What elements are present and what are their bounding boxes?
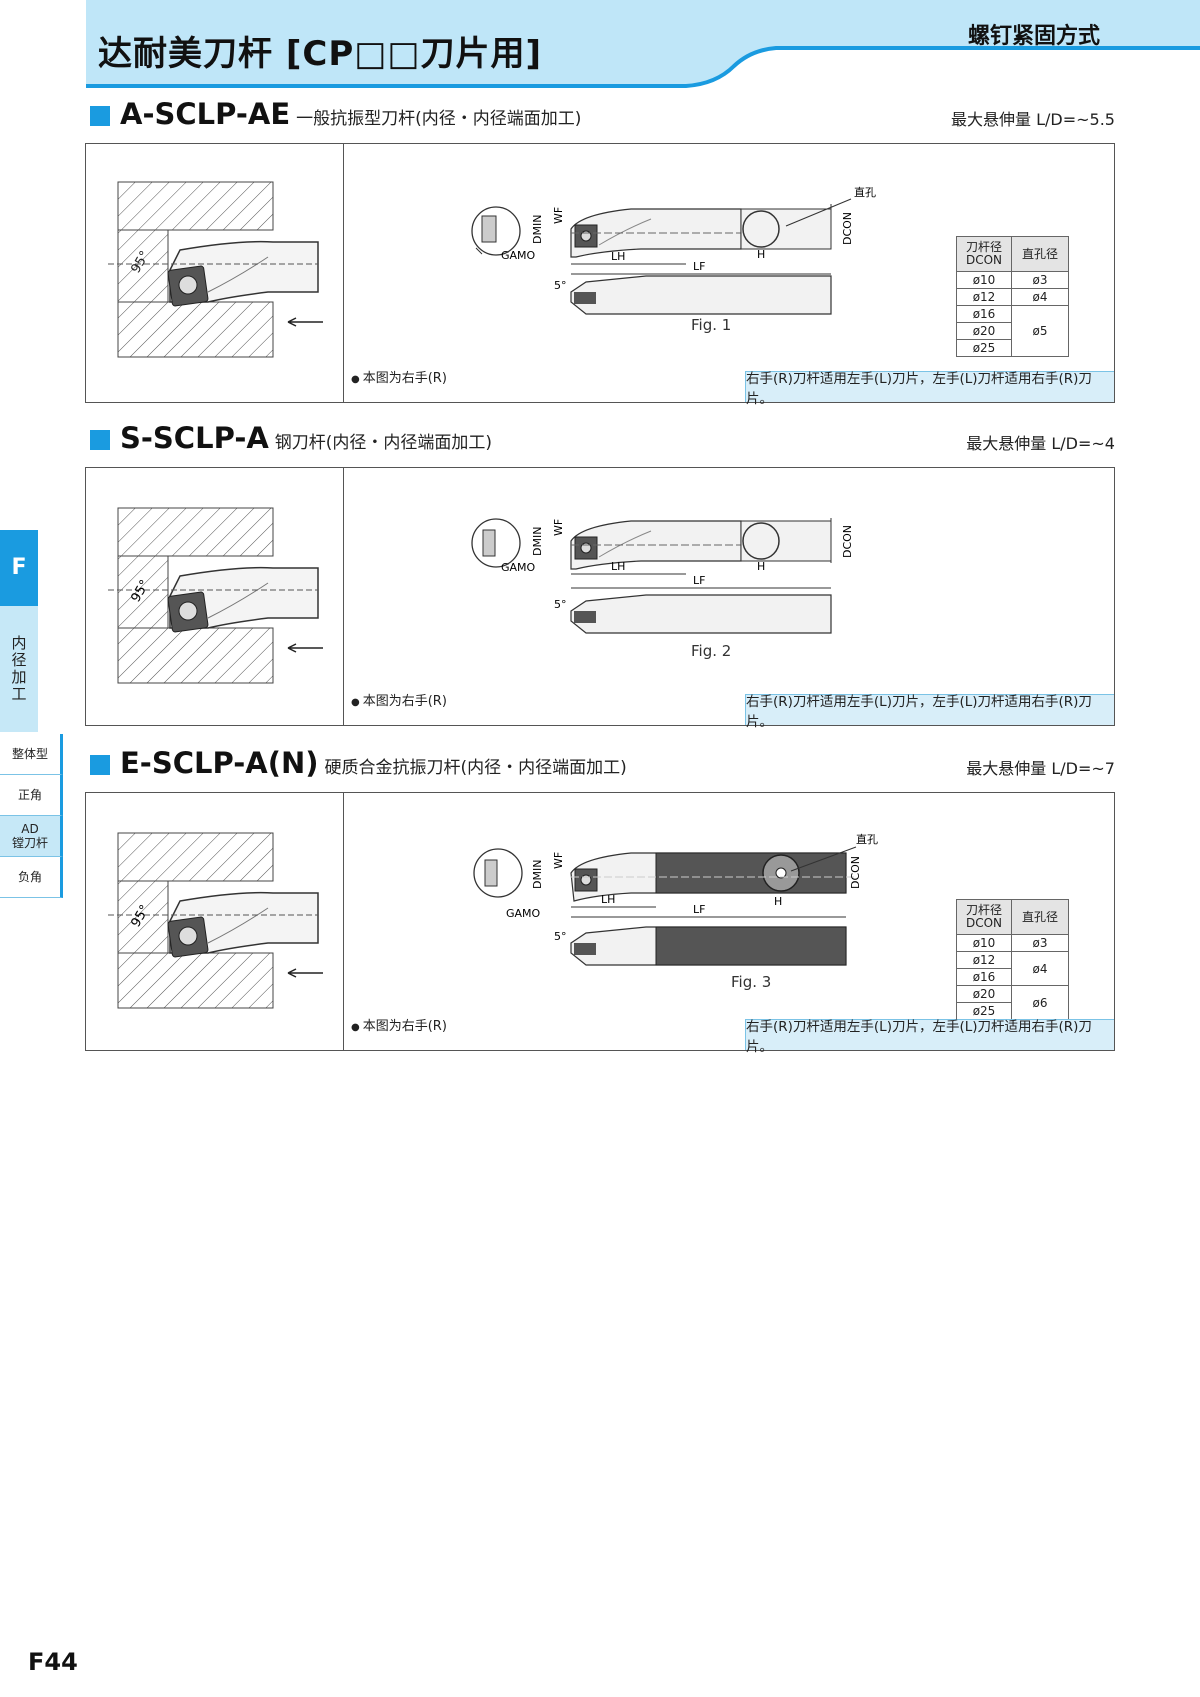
dcon-label: DCON	[849, 856, 862, 889]
drawing-box-1: 95° GAMO DMIN WF DCON 直孔 LH LF H 5° Fig.…	[85, 143, 1115, 407]
section-marker	[90, 106, 110, 126]
header-band	[86, 0, 1200, 88]
page-number: F44	[28, 1648, 78, 1676]
figure-label: Fig. 1	[691, 316, 732, 334]
product-desc: 一般抗振型刀杆(内径・内径端面加工)	[296, 109, 582, 129]
wf-label: WF	[552, 852, 565, 869]
hand-compat-note: 右手(R)刀杆适用左手(L)刀片，左手(L)刀杆适用右手(R)刀片。	[745, 371, 1114, 407]
drawing-box-3: 95° GAMO DMIN WF DCON 直孔 LH LF H 5° Fig.…	[85, 792, 1115, 1055]
max-overhang: 最大悬伸量 L/D=~7	[966, 759, 1115, 778]
product-desc: 钢刀杆(内径・内径端面加工)	[274, 433, 493, 453]
lh-label: LH	[611, 560, 625, 573]
figure-label: Fig. 3	[731, 973, 772, 991]
lh-label: LH	[611, 250, 625, 263]
max-overhang: 最大悬伸量 L/D=~5.5	[951, 110, 1115, 129]
lf-label: LF	[693, 574, 705, 587]
table-row: ø16	[956, 968, 1069, 986]
subtab-ad-boring-bar[interactable]: AD 镗刀杆	[0, 816, 63, 857]
right-hand-note: 本图为右手(R)	[351, 367, 447, 386]
subtab-negative[interactable]: 负角	[0, 857, 63, 898]
h-label: H	[774, 895, 782, 908]
h-label: H	[757, 560, 765, 573]
h-label: H	[757, 248, 765, 261]
figure-label: Fig. 2	[691, 642, 732, 660]
hand-compat-note: 右手(R)刀杆适用左手(L)刀片，左手(L)刀杆适用右手(R)刀片。	[745, 694, 1114, 730]
gamo-label: GAMO	[501, 561, 536, 574]
hole-label: 直孔	[854, 185, 876, 199]
angle-5-label: 5°	[554, 279, 567, 292]
right-hand-note: 本图为右手(R)	[351, 690, 447, 709]
right-hand-note: 本图为右手(R)	[351, 1015, 447, 1034]
lf-label: LF	[693, 260, 705, 273]
section-title: E-SCLP-A(N)硬质合金抗振刀杆(内径・内径端面加工)	[120, 746, 627, 780]
gamo-label: GAMO	[501, 249, 536, 262]
tool-drawing-1: 95° GAMO DMIN WF DCON 直孔 LH LF H 5°	[107, 181, 876, 358]
angle-5-label: 5°	[554, 598, 567, 611]
dcon-label: DCON	[841, 212, 854, 245]
table-row: ø25	[956, 339, 1069, 357]
product-code: E-SCLP-A(N)	[120, 746, 319, 780]
product-desc: 硬质合金抗振刀杆(内径・内径端面加工)	[324, 758, 627, 778]
gamo-label: GAMO	[506, 907, 541, 920]
table-header-hole: 直孔径	[1011, 236, 1069, 272]
subtab-positive[interactable]: 正角	[0, 775, 63, 816]
hand-compat-note: 右手(R)刀杆适用左手(L)刀片，左手(L)刀杆适用右手(R)刀片。	[745, 1019, 1114, 1055]
section-marker	[90, 755, 110, 775]
dcon-label: DCON	[841, 525, 854, 558]
tool-drawing-2: 95° GAMO DMIN WF DCON LH LF H 5°	[107, 507, 854, 684]
dmin-label: DMIN	[531, 215, 544, 244]
product-code: S-SCLP-A	[120, 421, 269, 455]
tool-drawing-3: 95° GAMO DMIN WF DCON 直孔 LH LF H 5°	[107, 832, 878, 1009]
table-header-hole: 直孔径	[1011, 899, 1069, 935]
section-marker	[90, 430, 110, 450]
wf-label: WF	[552, 519, 565, 536]
angle-5-label: 5°	[554, 930, 567, 943]
lh-label: LH	[601, 893, 615, 906]
hole-label: 直孔	[856, 832, 878, 846]
max-overhang: 最大悬伸量 L/D=~4	[966, 434, 1115, 453]
dmin-label: DMIN	[531, 860, 544, 889]
subtab-solid[interactable]: 整体型	[0, 734, 63, 775]
drawing-box-2: 95° GAMO DMIN WF DCON LH LF H 5° Fig. 2 …	[85, 467, 1115, 730]
section-tab-inner-diameter[interactable]: 内径加工	[0, 606, 38, 732]
section-header-e-sclp-a-n: E-SCLP-A(N)硬质合金抗振刀杆(内径・内径端面加工) 最大悬伸量 L/D…	[90, 746, 1115, 783]
page-title: 达耐美刀杆 [CP□□刀片用]	[98, 34, 543, 74]
lf-label: LF	[693, 903, 705, 916]
section-tab-f[interactable]: F	[0, 530, 38, 606]
wf-label: WF	[552, 207, 565, 224]
clamp-method-label: 螺钉紧固方式	[967, 24, 1100, 49]
dmin-label: DMIN	[531, 527, 544, 556]
product-code: A-SCLP-AE	[120, 97, 291, 131]
